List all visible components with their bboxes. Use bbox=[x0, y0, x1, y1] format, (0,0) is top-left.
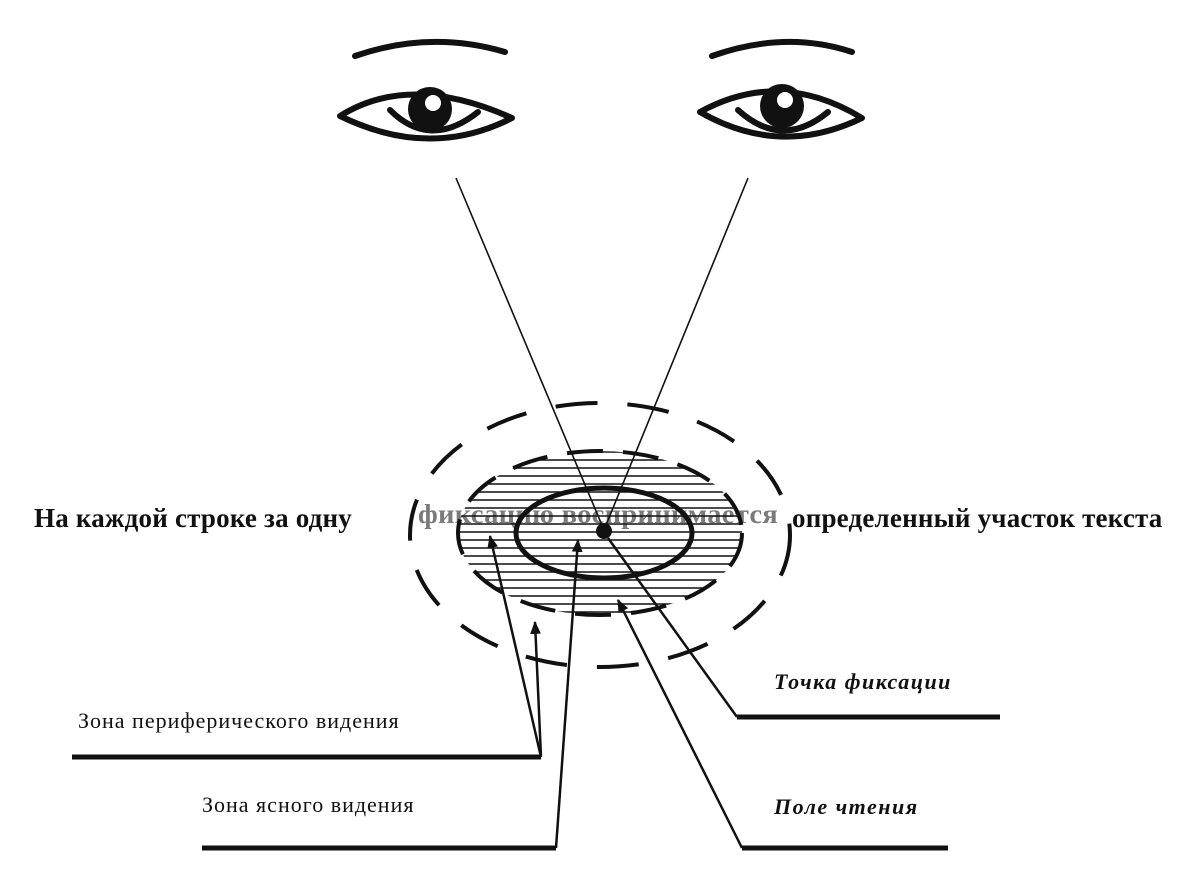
fixation-point-dot bbox=[596, 523, 612, 539]
reading-field-boundary bbox=[456, 449, 744, 617]
sentence-after: определенный участок текста bbox=[792, 503, 1163, 533]
fixation-point-leader bbox=[606, 537, 1000, 720]
clear-zone-label: Зона ясного видения bbox=[202, 792, 414, 817]
sentence-before: На каждой строке за одну bbox=[34, 503, 352, 533]
sentence-overlapped: фиксацию воспринимается bbox=[418, 499, 778, 529]
clear-zone-leader bbox=[202, 538, 583, 851]
peripheral-zone-label: Зона периферического видения bbox=[78, 708, 400, 733]
sentence-line: На каждой строке за одну фиксацию воспри… bbox=[34, 499, 1163, 533]
clear-vision-zone bbox=[513, 485, 695, 581]
fixation-point-label: Точка фиксации bbox=[774, 669, 952, 694]
outer-dashed-zone bbox=[408, 401, 792, 669]
peripheral-zone-leader bbox=[72, 534, 543, 760]
reading-field-label: Поле чтения bbox=[773, 794, 919, 819]
reading-field-leader bbox=[616, 599, 948, 851]
right-eye-icon bbox=[697, 38, 865, 140]
left-eye-icon bbox=[337, 38, 515, 142]
